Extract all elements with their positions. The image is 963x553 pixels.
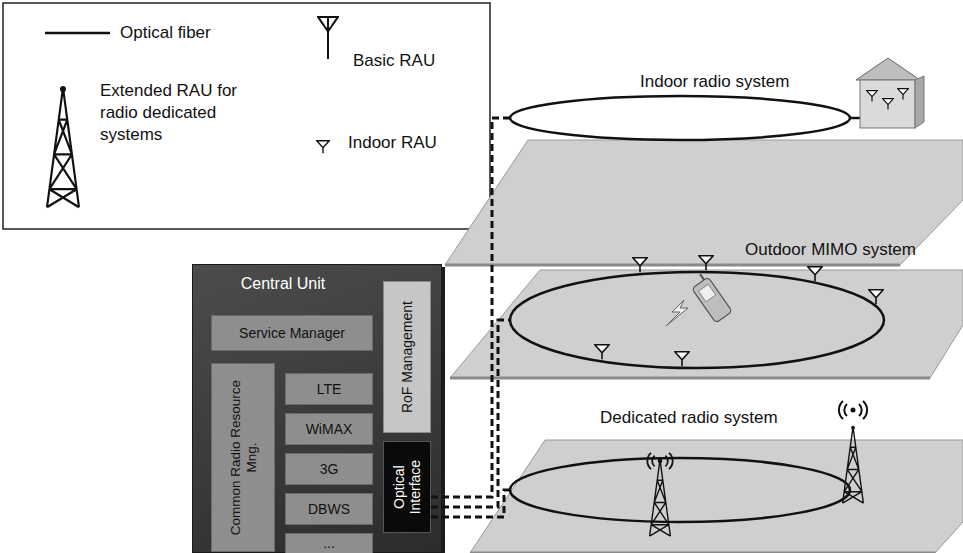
fiber-ring [510,458,850,522]
outdoor-raus [595,256,883,366]
basic-rau [675,352,689,366]
box-label: ... [289,535,369,551]
plane-edge [450,377,930,380]
building-roof [856,58,920,80]
building [856,58,924,128]
rrm-box: Common Radio Resource Mng. [211,363,275,552]
phone-body [692,277,732,323]
radio-system-plane: Indoor radio system [510,62,963,265]
box-label: LTE [289,381,369,397]
technology-box: DBWS [285,493,373,525]
box-label: Service Manager [215,325,369,341]
service-box: Service Manager [211,315,373,351]
radio-system-plane: Dedicated radio system [510,404,963,553]
rings [510,96,884,522]
radio-system-plane: Outdoor MIMO system [510,240,963,378]
indoor-rau [898,89,909,100]
basic-rau [869,290,883,304]
technology-box: 3G [285,453,373,485]
box-label: 3G [289,461,369,477]
technology-box: WiMAX [285,413,373,445]
legend-text: Basic RAU [353,50,483,72]
radio-waves [647,453,672,469]
fiber-ring [510,96,850,140]
box-label: RoF Management [399,285,415,429]
optical-interface-box: Optical Interface [383,441,431,533]
fiber-sample [45,32,110,35]
indoor-rau [867,91,878,102]
box-label: Common Radio Resource Mng. [227,367,258,548]
dedicated-towers [647,401,867,536]
basic-rau-sample [318,17,338,59]
legend-text: Indoor RAU [348,132,478,154]
optical-fiber-link [431,490,510,517]
box-label: Optical Interface [391,445,423,529]
box-label: DBWS [289,501,369,517]
indoor-rau-sample [317,141,330,154]
basic-rau [699,256,713,270]
mobile-phone [688,271,732,323]
plane-surface [470,440,963,553]
legend-text: Optical fiber [120,22,280,44]
building-wall [860,80,915,128]
optical-fiber-link [431,320,510,507]
radio-waves [839,401,867,419]
plane-edge [445,264,900,267]
connector-layer [431,118,510,517]
optical-fiber-link [431,118,510,497]
rof-management-box: RoF Management [383,281,431,433]
plane-edge [470,552,935,553]
basic-rau [633,258,647,272]
building-side [915,76,924,128]
fiber-ring [510,272,884,368]
fiber-link [849,117,862,120]
central-unit: Central UnitService ManagerCommon Radio … [192,264,442,553]
plane-surface [445,140,963,265]
legend-text: Extended RAU for radio dedicated systems [100,80,275,146]
unit-title: Central Unit [193,275,373,293]
box-label: WiMAX [289,421,369,437]
technology-box: ... [285,533,373,553]
extended-rau [843,426,864,504]
legend-box [3,3,490,229]
basic-rau [808,267,822,281]
technology-box: LTE [285,373,373,405]
system-label: Dedicated radio system [600,408,778,428]
basic-rau [595,345,609,359]
tower-sample [47,86,79,207]
indoor-rau [883,99,894,110]
phone-screen [698,284,715,302]
plane-surface [450,270,963,378]
phone-antenna [700,274,704,280]
extended-rau [650,459,671,537]
radio-link-bolt [666,300,688,326]
system-label: Outdoor MIMO system [745,240,916,260]
system-label: Indoor radio system [640,72,789,92]
